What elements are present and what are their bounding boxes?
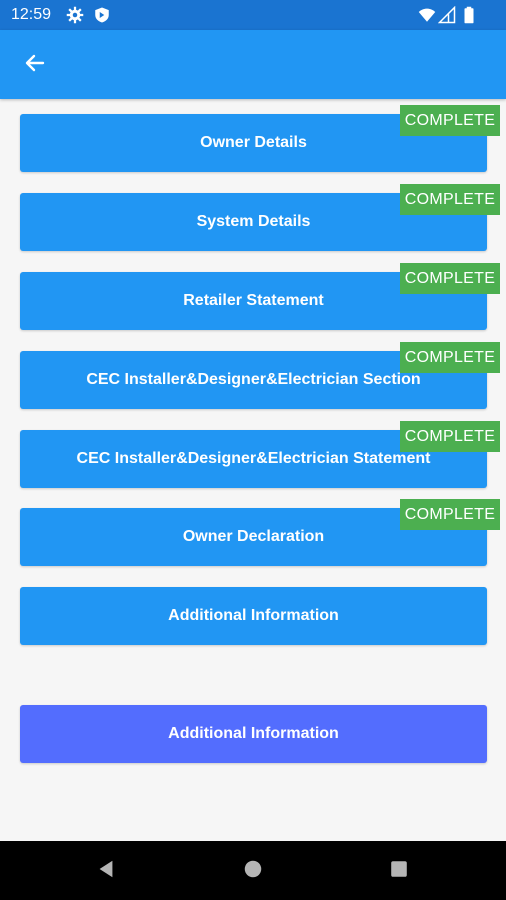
section-owner-declaration-button[interactable]: Owner Declaration COMPLETE (20, 499, 500, 566)
app-bar (0, 30, 506, 99)
section-list: Owner Details COMPLETE System Details CO… (0, 99, 506, 841)
complete-badge: COMPLETE (400, 184, 500, 215)
signal-icon (437, 5, 456, 24)
section-cec-installer-statement-button[interactable]: CEC Installer&Designer&Electrician State… (20, 421, 500, 488)
complete-badge: COMPLETE (400, 105, 500, 136)
section-label: System Details (196, 213, 311, 230)
complete-badge: COMPLETE (400, 499, 500, 530)
section-label: CEC Installer&Designer&Electrician Secti… (86, 371, 421, 388)
section-owner-details-button[interactable]: Owner Details COMPLETE (20, 105, 500, 172)
section-additional-information-button[interactable]: Additional Information (20, 587, 487, 645)
section-label: Owner Details (200, 134, 307, 151)
status-bar: 12:59 (0, 0, 506, 30)
complete-badge: COMPLETE (400, 342, 500, 373)
back-triangle-icon (95, 858, 117, 885)
status-time: 12:59 (11, 6, 52, 23)
gear-icon (66, 6, 84, 24)
section-cec-installer-section-button[interactable]: CEC Installer&Designer&Electrician Secti… (20, 342, 500, 409)
shield-icon (93, 6, 111, 24)
arrow-left-icon (23, 51, 47, 80)
home-circle-icon (242, 858, 264, 885)
nav-recents-button[interactable] (386, 858, 412, 884)
nav-home-button[interactable] (240, 858, 266, 884)
section-label: CEC Installer&Designer&Electrician State… (76, 450, 431, 467)
section-system-details-button[interactable]: System Details COMPLETE (20, 184, 500, 251)
recents-square-icon (388, 858, 410, 885)
additional-information-action-button[interactable]: Additional Information (20, 705, 487, 763)
section-retailer-statement-button[interactable]: Retailer Statement COMPLETE (20, 263, 500, 330)
section-label: Additional Information (168, 607, 339, 624)
back-button[interactable] (14, 44, 56, 86)
battery-icon (460, 6, 478, 24)
navigation-bar (0, 841, 506, 900)
section-label: Owner Declaration (182, 528, 325, 545)
section-label: Retailer Statement (183, 292, 324, 309)
nav-back-button[interactable] (93, 858, 119, 884)
complete-badge: COMPLETE (400, 263, 500, 294)
complete-badge: COMPLETE (400, 421, 500, 452)
wifi-icon (418, 6, 436, 24)
action-button-label: Additional Information (168, 725, 339, 742)
